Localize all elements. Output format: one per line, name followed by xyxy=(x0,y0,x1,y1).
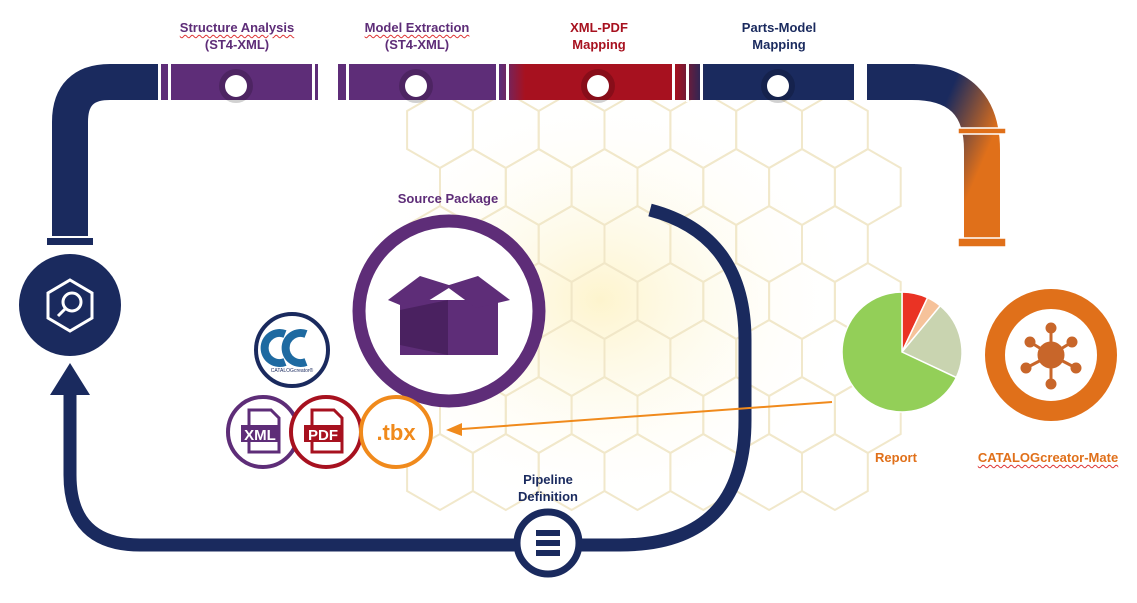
step-xml-pdf-mapping: XML-PDF Mapping xyxy=(524,19,674,53)
return-loop xyxy=(50,203,752,552)
step-title: Model Extraction xyxy=(364,20,470,35)
pipeline-definition-node[interactable] xyxy=(513,508,583,578)
step-title: Structure Analysis xyxy=(179,20,295,35)
format-badges: XML PDF .tbx xyxy=(226,395,433,469)
pipe-right xyxy=(911,64,1007,248)
analysis-node[interactable] xyxy=(19,254,121,356)
step-subtitle: (ST4-XML) xyxy=(204,37,270,52)
report-arrow xyxy=(446,401,833,436)
honeycomb-cell xyxy=(801,432,869,512)
pipe-joint-hole xyxy=(587,75,609,97)
badge-tbx[interactable]: .tbx xyxy=(359,395,433,469)
step-subtitle: Mapping xyxy=(752,37,806,52)
document-band xyxy=(304,425,342,442)
catalogcreator-logo: CATALOGcreator® xyxy=(254,312,330,388)
pipe-left xyxy=(45,64,160,247)
report-pie-icon[interactable] xyxy=(841,291,963,413)
step-subtitle: (ST4-XML) xyxy=(384,37,450,52)
badge-text: .tbx xyxy=(376,420,416,445)
pie-slice xyxy=(841,291,958,413)
pipe-joint-hole xyxy=(405,75,427,97)
pipe-top xyxy=(158,62,915,103)
pipeline-definition-label: Pipeline Definition xyxy=(518,472,578,504)
return-arrow-icon xyxy=(50,363,90,395)
report-label: Report xyxy=(875,450,917,465)
open-box-icon xyxy=(388,276,510,355)
logo-caption: CATALOGcreator® xyxy=(271,367,314,374)
pie-slice xyxy=(900,304,963,379)
step-title: XML-PDF xyxy=(570,20,628,35)
pipe-joint-hole xyxy=(225,75,247,97)
mate-label: CATALOGcreator-Mate xyxy=(977,450,1119,465)
step-model-extraction: Model Extraction (ST4-XML) xyxy=(342,19,492,53)
list-stack-icon xyxy=(536,530,560,556)
badge-text: XML xyxy=(244,427,276,444)
step-structure-analysis: Structure Analysis (ST4-XML) xyxy=(162,19,312,53)
badge-pdf[interactable]: PDF xyxy=(289,395,363,469)
source-package-label: Source Package xyxy=(397,191,499,206)
network-hub-icon xyxy=(1020,322,1082,390)
honeycomb-cell xyxy=(833,147,902,227)
step-title: Parts-Model xyxy=(741,20,817,35)
hexagon-search-icon xyxy=(46,278,94,333)
step-parts-model-mapping: Parts-Model Mapping xyxy=(704,19,854,53)
pipe-joint-hole xyxy=(767,75,789,97)
badge-text: PDF xyxy=(308,427,338,444)
document-band xyxy=(241,425,279,442)
step-subtitle: Mapping xyxy=(572,37,626,52)
mate-node[interactable] xyxy=(985,289,1117,421)
badge-xml[interactable]: XML xyxy=(226,395,300,469)
honeycomb-cell xyxy=(801,90,869,170)
arrowhead-icon xyxy=(446,423,462,436)
source-package-node[interactable] xyxy=(352,214,546,408)
